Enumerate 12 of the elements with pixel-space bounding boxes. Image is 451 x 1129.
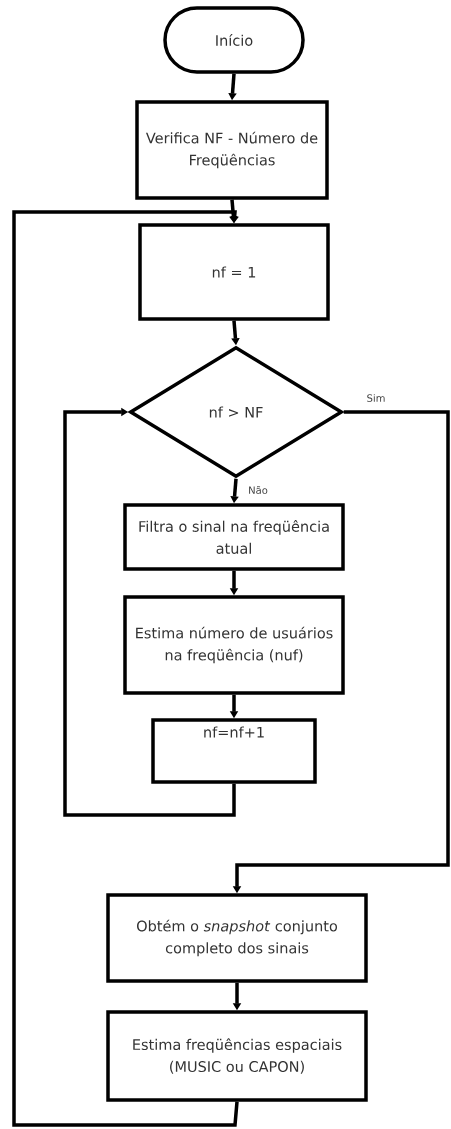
process-box: Verifica NF - Número de Freqüências	[135, 100, 329, 200]
process-box: Obtém o snapshot conjunto completo dos sinais	[106, 893, 368, 983]
edge-label: Sim	[365, 393, 387, 403]
arrow	[63, 407, 236, 817]
process-box: Estima número de usuários na freqüência (nuf)	[123, 595, 345, 695]
start-terminator: Início	[163, 6, 305, 74]
edge-label: Não	[247, 485, 269, 495]
arrow	[12, 210, 239, 1127]
process-box: nf = 1	[138, 223, 330, 321]
process-box: nf=nf+1	[151, 718, 317, 784]
process-box: Estima freqüências espaciais (MUSIC ou CAPON)	[106, 1010, 368, 1102]
process-box: Filtra o sinal na freqüência atual	[123, 503, 345, 571]
